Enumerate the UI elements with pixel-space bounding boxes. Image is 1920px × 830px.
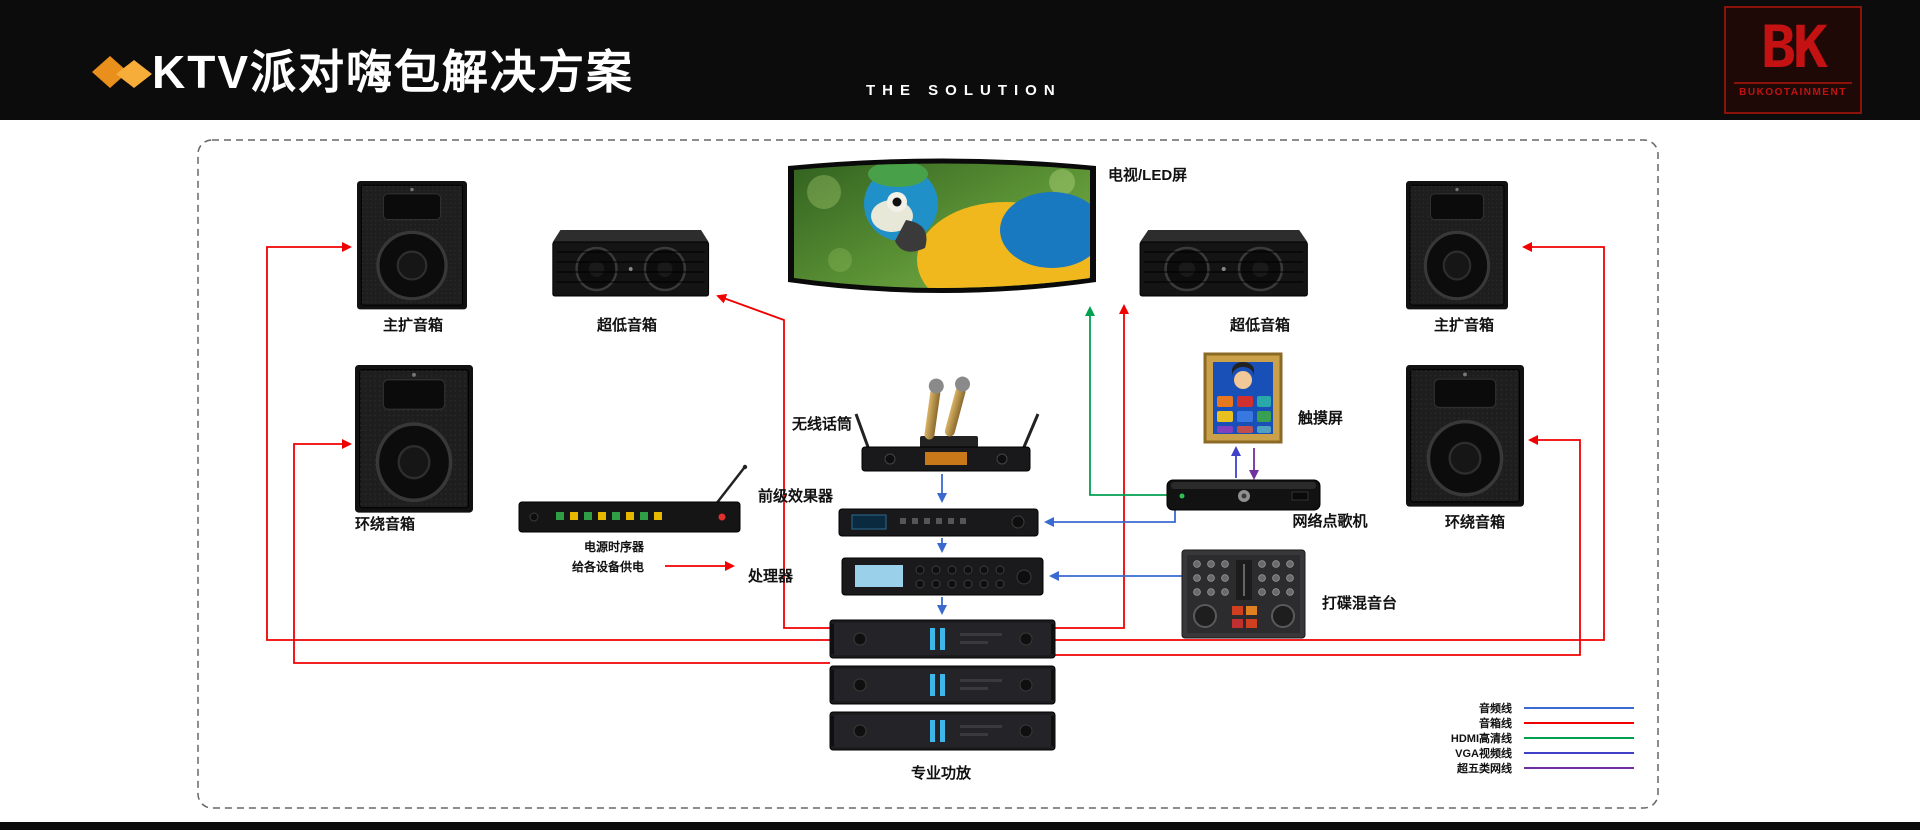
sub-right-label: 超低音箱	[1229, 316, 1290, 334]
cable-amp-to-main-right	[1055, 242, 1605, 641]
dj-mixer-label: 打碟混音台	[1322, 594, 1397, 612]
legend: 音频线 音箱线 HDMI高清线 VGA视频线 超五类网线	[1451, 701, 1634, 775]
subwoofer-right	[1138, 228, 1309, 298]
page-title: KTV派对嗨包解决方案	[152, 46, 634, 98]
main-speaker-right-label: 主扩音箱	[1434, 316, 1494, 334]
main-speaker-right	[1404, 179, 1510, 312]
main-speaker-left	[355, 179, 469, 312]
brand-diamonds-icon	[92, 56, 152, 88]
subwoofer-left	[551, 228, 710, 298]
legend-label-vga: VGA视频线	[1455, 746, 1512, 760]
legend-label-hdmi: HDMI高清线	[1451, 731, 1512, 745]
surround-speaker-right	[1404, 363, 1526, 509]
power-sequencer-label: 电源时序器	[584, 539, 645, 554]
page-subtitle: THE SOLUTION	[866, 82, 1062, 99]
surround-speaker-left	[353, 363, 475, 515]
surround-right-label: 环绕音箱	[1445, 513, 1505, 531]
cable-amp-to-sub-left	[716, 294, 830, 629]
processor-label: 处理器	[747, 567, 794, 585]
legend-label-audio: 音频线	[1479, 701, 1512, 715]
main-speaker-left-label: 主扩音箱	[383, 316, 443, 334]
tv-screen	[788, 158, 1096, 293]
tv-label: 电视/LED屏	[1108, 166, 1187, 184]
bottom-bar	[0, 822, 1920, 830]
bk-logo-brand: BUKOOTAINMENT	[1734, 82, 1852, 98]
dashed-border	[197, 139, 1659, 809]
power-note: 给各设备供电	[572, 559, 644, 574]
pre-effects-device	[838, 508, 1039, 537]
diagram-area: 电视/LED屏 主扩音箱 超低音箱 超低音箱 主扩音箱 环绕音箱 环绕音箱 无线…	[0, 120, 1920, 822]
wireless-mic-set	[854, 376, 1040, 472]
parrot-image	[794, 163, 1090, 288]
cable-jukebox-to-effects	[1044, 510, 1176, 527]
touch-screen-label: 触摸屏	[1298, 409, 1343, 427]
cable-amp-to-sub-right	[1055, 304, 1129, 629]
sub-left-label: 超低音箱	[596, 316, 657, 334]
bk-logo: BK BUKOOTAINMENT	[1724, 6, 1862, 114]
dj-mixer-device	[1181, 549, 1306, 639]
header-bar: KTV派对嗨包解决方案 THE SOLUTION BK BUKOOTAINMEN…	[0, 0, 1920, 120]
amplifier-stack	[829, 619, 1056, 751]
cable-amp-to-main-left	[266, 242, 830, 641]
wireless-mic-label: 无线话筒	[791, 415, 852, 433]
surround-left-label: 环绕音箱	[355, 515, 415, 533]
processor-device	[841, 557, 1044, 596]
jukebox-device	[1166, 479, 1321, 511]
legend-label-cat5: 超五类网线	[1456, 761, 1512, 775]
touch-screen-device	[1203, 352, 1283, 444]
legend-label-speaker: 音箱线	[1479, 716, 1512, 730]
power-sequencer-device	[518, 464, 748, 533]
amplifier-label: 专业功放	[911, 764, 972, 782]
cable-jukebox-to-tv-hdmi	[1085, 306, 1167, 496]
diagram-canvas: 电视/LED屏 主扩音箱 超低音箱 超低音箱 主扩音箱 环绕音箱 环绕音箱 无线…	[197, 139, 1659, 809]
cable-amp-to-surround-left	[293, 439, 830, 664]
cable-amp-to-surround-right	[1055, 435, 1581, 656]
jukebox-label: 网络点歌机	[1292, 512, 1367, 530]
pre-effects-label: 前级效果器	[758, 487, 834, 505]
bk-logo-text: BK	[1761, 13, 1828, 81]
